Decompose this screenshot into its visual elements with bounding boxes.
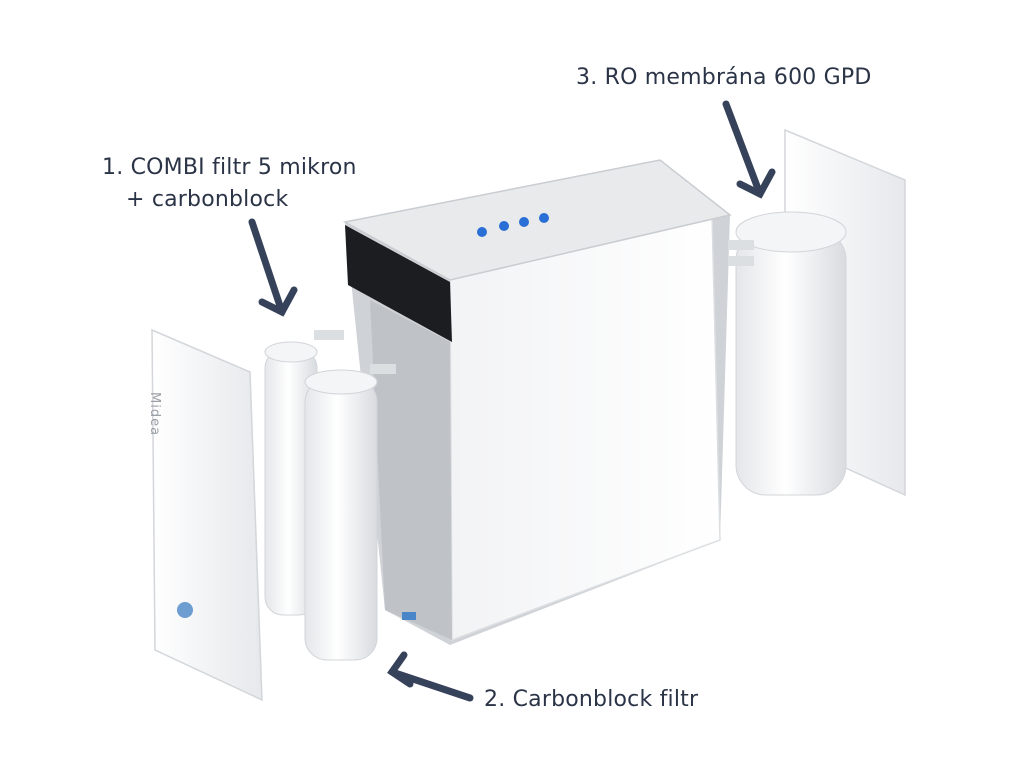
combi-filter-cartridge — [264, 330, 344, 616]
carbonblock-filter-cartridge — [304, 364, 396, 661]
left-side-panel — [151, 328, 263, 702]
main-purifier-unit — [342, 159, 732, 645]
combi-filter-label: 1. COMBI filtr 5 mikron + carbonblock — [102, 152, 357, 216]
combi-filter-label-line2: + carbonblock — [126, 187, 289, 212]
ro-membrane-label: 3. RO membrána 600 GPD — [576, 65, 872, 90]
combi-filter-label-line1: 1. COMBI filtr 5 mikron — [102, 155, 357, 180]
ro-membrane-cartridge — [728, 211, 847, 496]
arrow-to-carbonblock-filter — [387, 651, 474, 702]
arrow-to-ro-membrane — [722, 100, 776, 199]
arrow-to-combi-filter — [248, 218, 298, 317]
carbonblock-filter-label: 2. Carbonblock filtr — [484, 687, 699, 712]
brand-logo: Midea — [147, 392, 162, 437]
